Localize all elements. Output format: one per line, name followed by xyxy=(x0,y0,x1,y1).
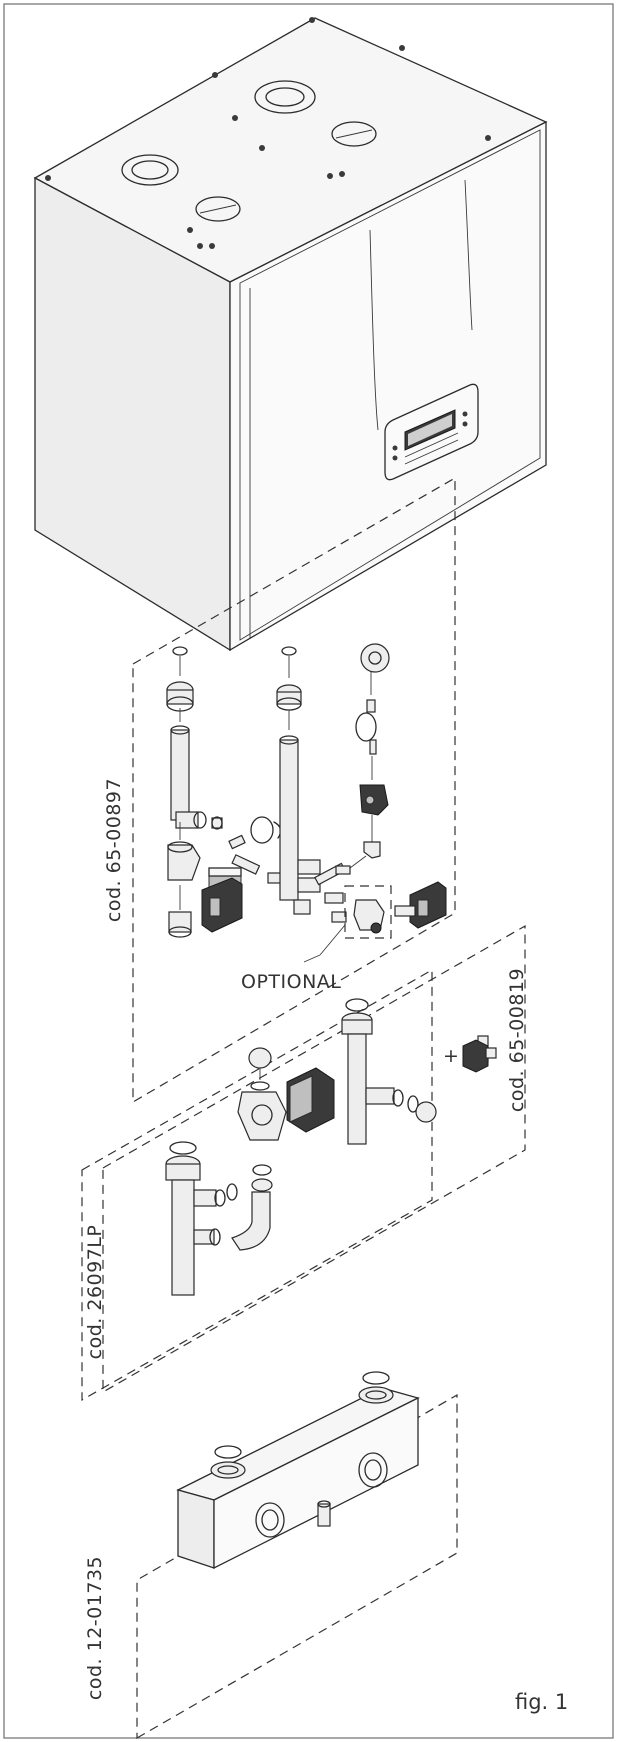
figure-caption: fig. 1 xyxy=(515,1690,568,1714)
plus-sign: + xyxy=(443,1045,459,1067)
kit-d-boundary xyxy=(136,1393,458,1740)
top-fixing-holes xyxy=(45,17,491,249)
optional-box xyxy=(344,885,392,939)
kit-c-parts xyxy=(165,998,437,1296)
kit-b-code: cod. 65-00819 xyxy=(506,968,528,1112)
kit-b-part xyxy=(462,1035,497,1073)
kit-c-boundary xyxy=(81,968,433,1402)
kit-d-code: cod. 12-01735 xyxy=(84,1556,106,1700)
kit-a-boundary xyxy=(132,476,456,1104)
figure-frame xyxy=(3,3,614,1739)
kit-a-code: cod. 65-00897 xyxy=(103,778,125,922)
control-panel xyxy=(384,383,479,481)
hydraulic-separator xyxy=(176,1371,420,1570)
kit-c-code: cod. 26097LP xyxy=(84,1225,106,1360)
kit-a-parts xyxy=(166,643,447,963)
boiler-unit xyxy=(33,17,548,652)
optional-label: OPTIONAL xyxy=(241,971,341,993)
flue-openings xyxy=(121,80,377,222)
kit-b-boundary xyxy=(102,924,526,1394)
pump-left xyxy=(201,877,243,933)
boiler-front-face xyxy=(229,120,547,652)
